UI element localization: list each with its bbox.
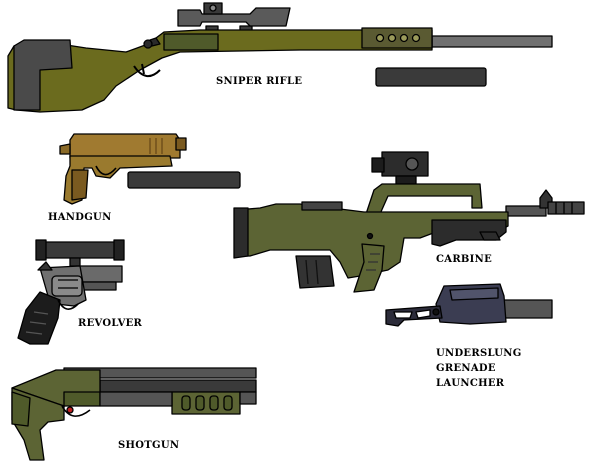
shotgun-icon — [11, 367, 257, 461]
label-shotgun: SHOTGUN — [118, 440, 180, 451]
carbine-icon — [233, 151, 585, 293]
label-sniper-rifle: SNIPER RIFLE — [216, 76, 303, 87]
label-carbine: CARBINE — [436, 254, 493, 265]
suppressor-icon — [127, 171, 241, 189]
revolver-icon — [17, 239, 125, 345]
label-underslung-grenade-launcher: UNDERSLUNG GRENADE LAUNCHER — [436, 348, 522, 389]
suppressor-icon — [375, 67, 487, 87]
sniper-rifle-icon — [7, 2, 553, 113]
label-revolver: REVOLVER — [78, 318, 143, 329]
handgun-icon — [59, 133, 187, 205]
label-handgun: HANDGUN — [48, 212, 112, 223]
grenade-launcher-icon — [385, 283, 553, 327]
